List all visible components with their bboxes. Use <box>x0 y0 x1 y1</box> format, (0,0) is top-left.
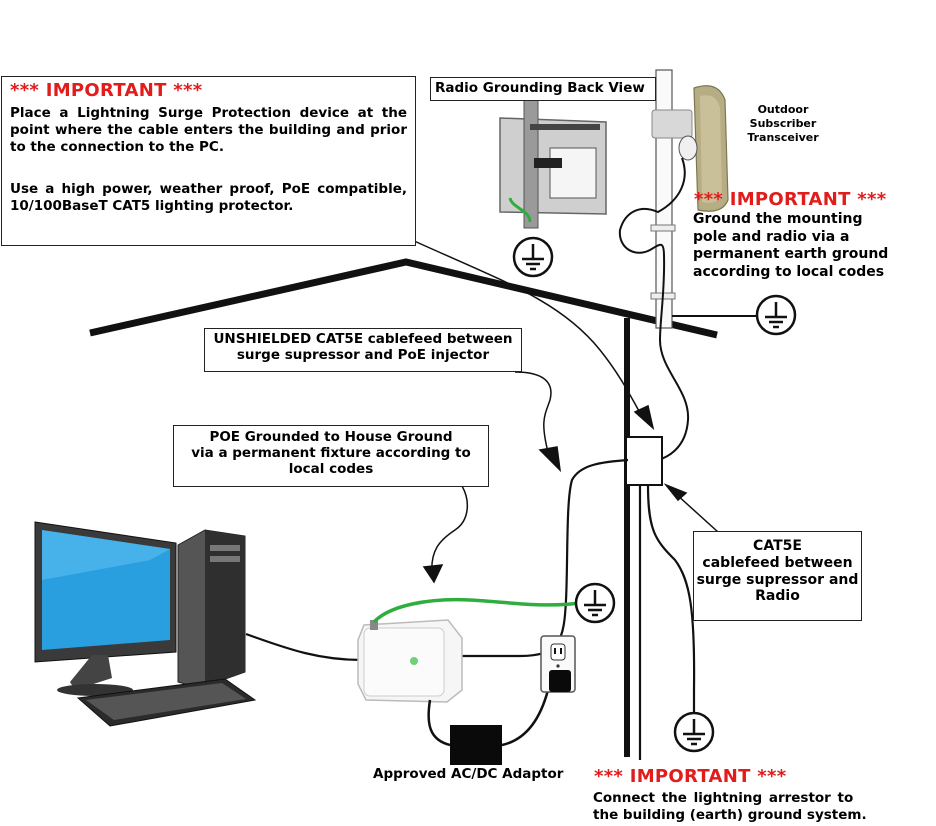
cat5e-radio-label-box: CAT5E cablefeed between surge supressor … <box>693 531 862 621</box>
poe-ground-line1: POE Grounded to House Ground <box>209 429 453 445</box>
cat5e-radio-label: CAT5E cablefeed between surge supressor … <box>694 538 861 605</box>
green-ground-wire <box>372 597 581 624</box>
unshielded-label: UNSHIELDED CAT5E cablefeed between surge… <box>205 331 521 363</box>
ground-symbol-icon <box>574 582 616 624</box>
ac-dc-adaptor <box>427 689 550 765</box>
pole-note-line4: according to local codes <box>693 263 885 280</box>
cat5e-line4: Radio <box>755 588 800 605</box>
radio-cable-loop <box>618 157 690 461</box>
poe-ground-line2: via a permanent fixture according to <box>191 445 471 462</box>
adaptor-label: Approved AC/DC Adaptor <box>373 766 564 782</box>
outdoor-label-line1: Outdoor <box>757 103 809 116</box>
power-plug-icon <box>549 670 571 692</box>
radio-transceiver-icon <box>651 85 729 212</box>
ground-symbol-icon <box>755 294 797 336</box>
important-heading: *** IMPORTANT *** <box>10 80 203 101</box>
callout-arrows <box>411 239 719 584</box>
radio-back-view <box>499 99 607 229</box>
cat5e-line3: surge supressor and <box>696 571 859 588</box>
radio-back-view-label-box: Radio Grounding Back View <box>430 77 656 101</box>
pc-cable <box>245 632 363 662</box>
important-bottom-heading: *** IMPORTANT *** <box>594 766 787 787</box>
outdoor-label-line3: Transceiver <box>747 130 819 144</box>
important-pole-heading: *** IMPORTANT *** <box>694 189 887 210</box>
unshielded-line1: UNSHIELDED CAT5E cablefeed between <box>213 331 513 347</box>
pole-ground-note: Ground the mounting pole and radio via a… <box>693 211 888 281</box>
outdoor-label-line2: Subscriber <box>749 116 817 130</box>
house-roof <box>89 258 718 339</box>
pole-note-line3: permanent earth ground <box>693 246 889 262</box>
unshielded-cable-label-box: UNSHIELDED CAT5E cablefeed between surge… <box>204 328 522 372</box>
desktop-computer-icon <box>34 521 246 696</box>
poe-ground-line3: local codes <box>288 461 374 478</box>
outdoor-transceiver-label: Outdoor Subscriber Transceiver <box>738 103 828 144</box>
pole-note-line2: pole and radio via a <box>693 228 850 245</box>
pole-note-line1: Ground the mounting <box>693 211 863 227</box>
poe-ground-label: POE Grounded to House Ground via a perma… <box>174 429 488 478</box>
ground-symbol-icon <box>512 236 554 278</box>
cat5e-line1: CAT5E <box>753 538 802 554</box>
surge-note-paragraph-2: Use a high power, weather proof, PoE com… <box>10 181 407 214</box>
bottom-ground-note: Connect the lightning arrestor to the bu… <box>593 790 867 824</box>
keyboard-icon <box>76 678 257 727</box>
important-surge-note: *** IMPORTANT *** Place a Lightning Surg… <box>1 76 416 246</box>
unshielded-line2: surge supressor and PoE injector <box>236 347 490 364</box>
surge-note-paragraph-1: Place a Lightning Surge Protection devic… <box>10 105 407 155</box>
poe-injector-icon <box>357 619 463 703</box>
surge-protector-icon <box>625 436 663 486</box>
poe-ground-label-box: POE Grounded to House Ground via a perma… <box>173 425 489 487</box>
bottom-note-line2: the building (earth) ground system. <box>593 806 867 823</box>
bottom-note-line1: Connect the lightning arrestor to <box>593 790 854 806</box>
ground-symbol-icon <box>673 711 715 753</box>
cat5e-line2: cablefeed between <box>702 554 853 571</box>
radio-back-view-label: Radio Grounding Back View <box>435 80 645 96</box>
